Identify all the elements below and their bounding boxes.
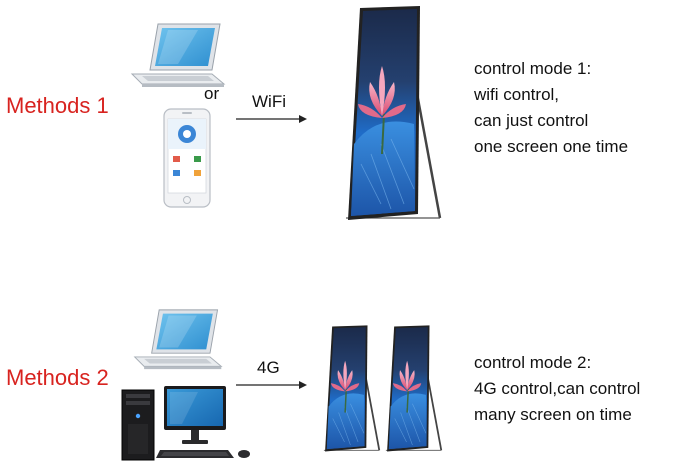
control-mode-2-description: control mode 2: 4G control,can control m… bbox=[474, 350, 640, 428]
description-line: control mode 2: bbox=[474, 353, 592, 372]
laptop-icon bbox=[130, 23, 226, 87]
led-poster-screen bbox=[385, 325, 443, 452]
description-line: many screen on time bbox=[474, 405, 632, 424]
4g-label: 4G bbox=[257, 358, 280, 377]
arrow-right-icon bbox=[236, 115, 307, 123]
wifi-label: WiFi bbox=[252, 92, 286, 111]
description-line: can just control bbox=[474, 111, 589, 130]
description-line: wifi control, bbox=[474, 85, 560, 104]
methods-2-label: Methods 2 bbox=[6, 365, 109, 390]
description-line: 4G control,can control bbox=[474, 379, 641, 398]
desktop-computer-icon bbox=[121, 386, 250, 461]
or-label: or bbox=[204, 84, 220, 103]
methods-1-label: Methods 1 bbox=[6, 93, 109, 118]
smartphone-icon bbox=[163, 108, 211, 208]
description-line: control mode 1: bbox=[474, 59, 592, 78]
control-mode-1-description: control mode 1: wifi control, can just c… bbox=[474, 56, 628, 160]
laptop-icon bbox=[133, 309, 223, 370]
arrow-right-icon bbox=[236, 381, 307, 389]
led-poster-screen bbox=[323, 325, 381, 452]
led-poster-screen bbox=[346, 6, 442, 220]
description-line: one screen one time bbox=[474, 137, 629, 156]
